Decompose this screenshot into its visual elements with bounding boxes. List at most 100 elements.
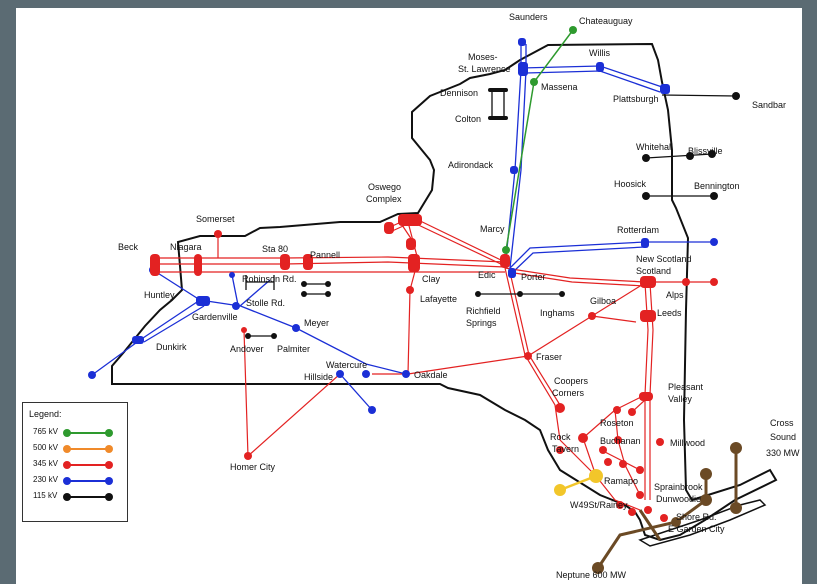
lines-115kv [245,90,737,337]
label-330mw: 330 MW [766,448,800,458]
label-pannell: Pannell [310,250,340,260]
label-marcy: Marcy [480,224,505,234]
label-millwood: Millwood [670,438,705,448]
label-tavern: Tavern [552,444,579,454]
label-oakdale: Oakdale [414,370,448,380]
label-huntley: Huntley [144,290,175,300]
legend-label: 765 kV [33,427,58,436]
label-somerset: Somerset [196,214,235,224]
label-lafayette: Lafayette [420,294,457,304]
legend-title: Legend: [29,409,62,419]
label-moses: Moses- [468,52,498,62]
legend-line-swatch [65,432,109,434]
label-oswego: Oswego [368,182,401,192]
label-saunders: Saunders [509,12,548,22]
legend-line-swatch [65,480,109,482]
label-meyer: Meyer [304,318,329,328]
label-rotterdam: Rotterdam [617,225,659,235]
label-whitehall: Whitehall [636,142,673,152]
label-colton: Colton [455,114,481,124]
label-stolle-rd: Stolle Rd. [246,298,285,308]
legend-dot [105,477,113,485]
label-adirondack: Adirondack [448,160,494,170]
stations-hvdc [592,442,742,574]
label-dunkirk: Dunkirk [156,342,187,352]
label-andover: Andover [230,344,264,354]
label-st-lawrence: St. Lawrence [458,64,511,74]
label-pleasant: Pleasant [668,382,704,392]
label-sound: Sound [770,432,796,442]
label-new-scotland-2: Scotland [636,266,671,276]
label-sta80: Sta 80 [262,244,288,254]
label-porter: Porter [521,272,546,282]
legend-dot [105,493,113,501]
new-york-state-outline [111,42,778,542]
label-blissville: Blissville [688,146,723,156]
label-bennington: Bennington [694,181,740,191]
label-alps: Alps [666,290,684,300]
label-shore-rd: Shore Rd. [676,512,717,522]
legend-line-swatch [65,464,109,466]
label-palmiter: Palmiter [277,344,310,354]
legend-dot [63,493,71,501]
stations-765kv [502,26,577,254]
label-gardenville: Gardenville [192,312,238,322]
label-new-scotland: New Scotland [636,254,692,264]
legend-dot [63,461,71,469]
label-buchanan: Buchanan [600,436,641,446]
long-island-outline [638,499,767,547]
legend-line-swatch [65,496,109,498]
label-willis: Willis [589,48,610,58]
label-complex: Complex [366,194,402,204]
label-ramapo: Ramapo [604,476,638,486]
label-sprainbrook: Sprainbrook [654,482,703,492]
label-springs: Springs [466,318,497,328]
legend-label: 500 kV [33,443,58,452]
label-homer-city: Homer City [230,462,276,472]
map-frame: Saunders Chateauguay Moses- St. Lawrence… [16,8,802,584]
label-hillside: Hillside [304,372,333,382]
label-hoosick: Hoosick [614,179,647,189]
label-neptune: Neptune 600 MW [556,570,627,580]
label-niagara: Niagara [170,242,202,252]
label-chateauguay: Chateauguay [579,16,633,26]
label-fraser: Fraser [536,352,562,362]
label-richfield: Richfield [466,306,501,316]
lines-345kv [155,216,714,511]
label-sandbar: Sandbar [752,100,786,110]
label-rock: Rock [550,432,571,442]
label-robinson-rd: Robinson Rd. [242,274,297,284]
stations-345kv [150,214,718,522]
legend-dot [105,461,113,469]
stations-115kv [245,88,740,339]
label-massena: Massena [541,82,578,92]
stations-230kv [88,38,718,414]
label-beck: Beck [118,242,139,252]
legend-line-swatch [65,448,109,450]
label-dunwoodie: Dunwoodie [656,494,701,504]
legend-dot [63,429,71,437]
label-cross: Cross [770,418,794,428]
legend-dot [63,477,71,485]
legend-label: 115 kV [33,491,58,500]
ny-transmission-map: Saunders Chateauguay Moses- St. Lawrence… [88,12,800,580]
label-w49th: W49St/Rainey [570,500,628,510]
label-leeds: Leeds [657,308,682,318]
label-corners: Corners [552,388,585,398]
label-plattsburgh: Plattsburgh [613,94,659,104]
label-garden-city: E Garden City [668,524,725,534]
label-coopers: Coopers [554,376,589,386]
label-roseton: Roseton [600,418,634,428]
legend-label: 230 kV [33,475,58,484]
label-dennison: Dennison [440,88,478,98]
label-inghams: Inghams [540,308,575,318]
label-edic: Edic [478,270,496,280]
station-ramapo-ring [554,469,603,496]
label-gilboa: Gilboa [590,296,616,306]
legend-dot [105,429,113,437]
label-clay: Clay [422,274,441,284]
legend-dot [105,445,113,453]
label-valley: Valley [668,394,692,404]
label-watercure: Watercure [326,360,367,370]
